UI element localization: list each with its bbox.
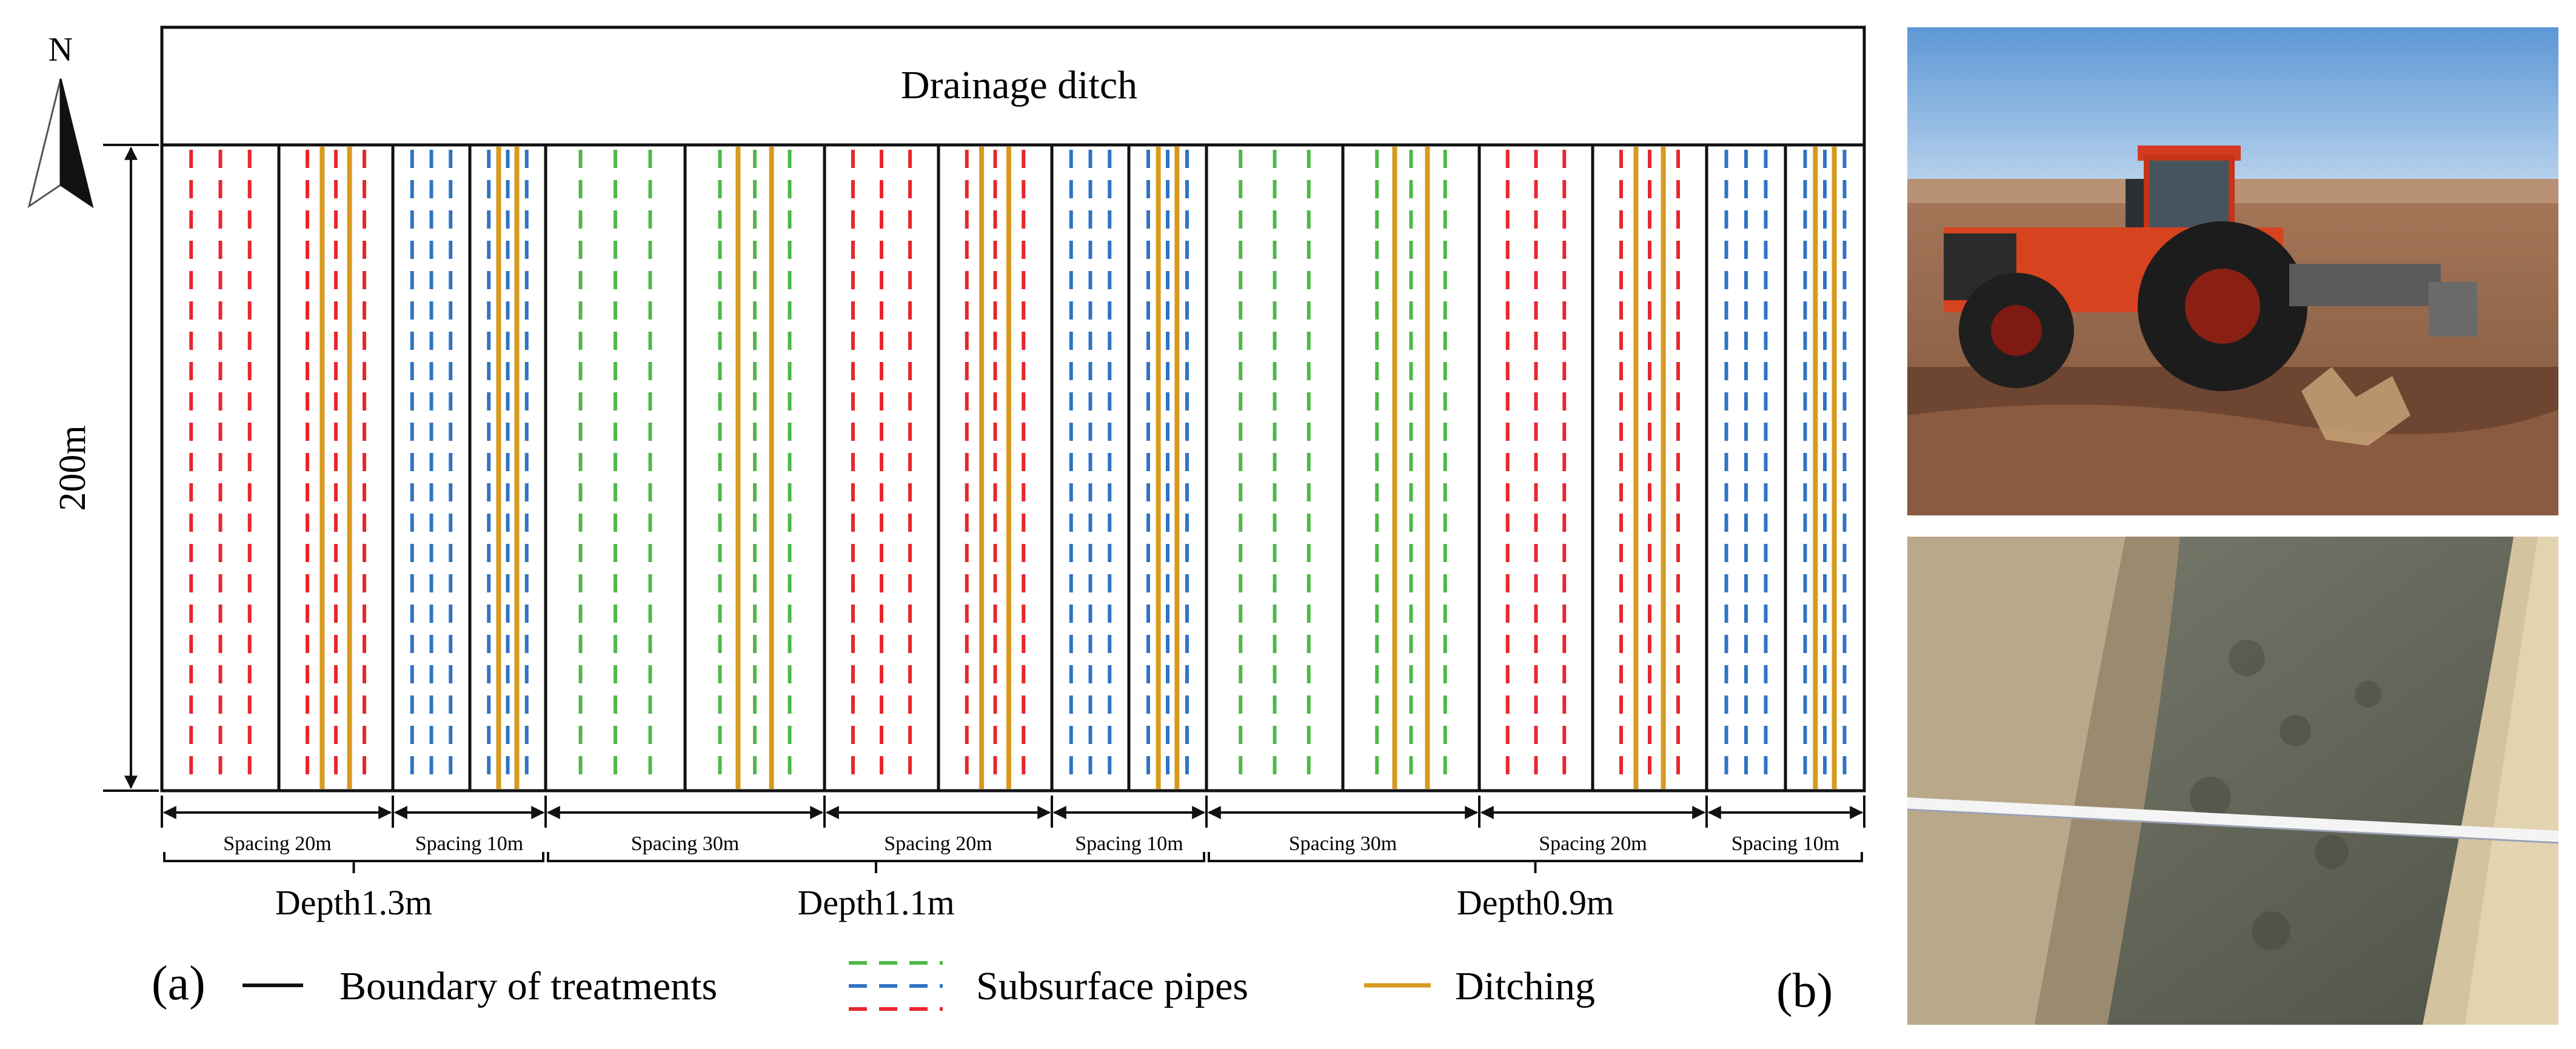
ditching-lines-group [319,147,1837,789]
spacing-label: Spacing 10m [1075,833,1183,855]
dimension-label: 200m [52,425,93,511]
legend-pipes-swatch [849,961,943,1011]
spacing-label: Spacing 30m [631,833,739,855]
tractor-ditching-photo [1907,27,2558,515]
depth-label: Depth0.9m [1457,883,1614,922]
drainage-ditch-label: Drainage ditch [901,63,1137,107]
spacing-label: Spacing 10m [415,833,523,855]
spacing-label: Spacing 20m [223,833,331,855]
field-outline [160,143,1866,793]
measuring-tape-icon [1907,797,2558,844]
subsurface-pipes-group [189,150,1847,786]
spacing-annotations: Spacing 20m Spacing 10m Spacing 30m Spacing… [161,796,1865,855]
legend-ditching-label: Ditching [1455,964,1595,1008]
north-arrow-icon [27,78,94,209]
spacing-label: Spacing 10m [1731,833,1839,855]
depth-brace [1208,852,1863,873]
depth-brace [163,852,544,873]
tractor-icon [1944,146,2477,391]
spacing-label: Spacing 20m [884,833,992,855]
depth-label: Depth1.1m [797,883,954,922]
north-label: N [49,31,73,69]
spacing-label: Spacing 20m [1539,833,1647,855]
depth-brace [547,852,1205,873]
depth-annotations: Depth1.3m Depth1.1m Depth0.9m [163,852,1863,922]
legend-boundary-label: Boundary of treatments [340,964,717,1008]
panel-b-label: (b) [1776,964,1833,1017]
legend-pipes-label: Subsurface pipes [976,964,1248,1008]
treatment-boundaries-group [277,145,1787,791]
trench-photo [1907,537,2558,1025]
panel-a-label: (a) [152,957,206,1010]
depth-label: Depth1.3m [275,883,432,922]
drainage-ditch-box [160,25,1866,147]
spacing-label: Spacing 30m [1289,833,1397,855]
